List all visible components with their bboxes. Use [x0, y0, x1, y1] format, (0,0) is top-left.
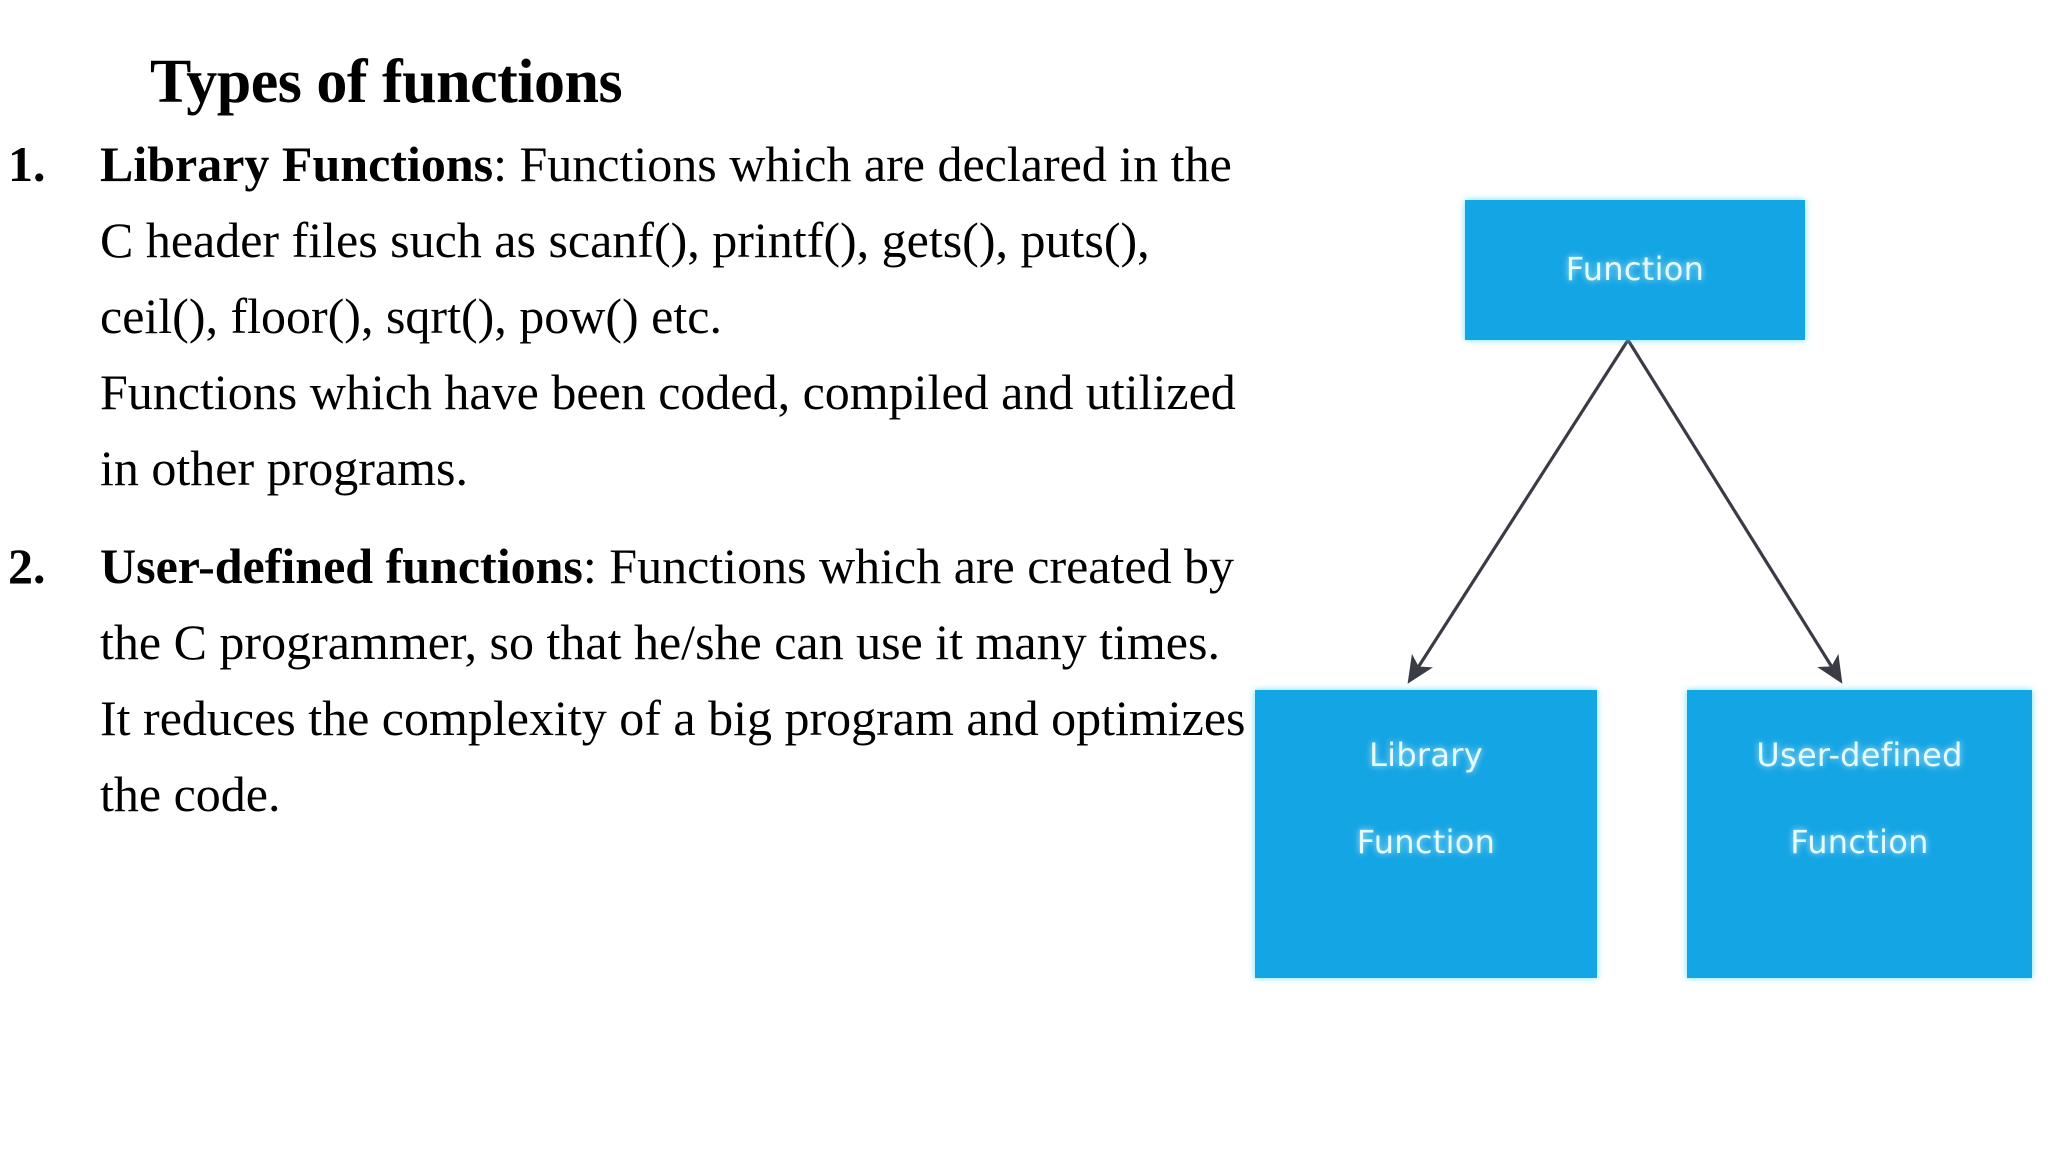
- diagram-node-user-defined-label-line1: User-defined: [1756, 736, 1963, 774]
- list-item-text: Functions which are created by the C pro…: [100, 538, 1246, 822]
- diagram-node-library-label-line2: Function: [1356, 823, 1496, 862]
- arrow-root-to-library: [1407, 339, 1630, 684]
- list-item: 2. User-defined functions: Functions whi…: [0, 528, 1250, 832]
- function-hierarchy-diagram: Function Library Function User-defined F…: [1240, 150, 2048, 1030]
- list-item-body: User-defined functions: Functions which …: [100, 528, 1250, 832]
- list-item-marker: 2.: [8, 538, 46, 594]
- diagram-node-library-function: Library Function: [1255, 690, 1597, 978]
- diagram-node-function: Function: [1465, 200, 1805, 340]
- list-item-separator: :: [582, 538, 610, 594]
- diagram-node-library-label-line1: Library: [1369, 736, 1483, 774]
- list-item-text: Functions which are declared in the C he…: [100, 136, 1232, 344]
- list-item: 1. Library Functions: Functions which ar…: [0, 126, 1250, 506]
- diagram-arrows-layer: [1407, 339, 1843, 684]
- list-item-extra-paragraph: Functions which have been coded, compile…: [100, 364, 1236, 496]
- diagram-node-user-defined-label-line2: Function: [1790, 823, 1929, 862]
- page-title: Types of functions: [150, 47, 623, 116]
- list-item-marker: 1.: [8, 136, 46, 192]
- diagram-node-user-defined-function: User-defined Function: [1687, 690, 2032, 978]
- list-item-lead: Library Functions: [100, 136, 494, 192]
- list-item-body: Library Functions: Functions which are d…: [100, 126, 1250, 506]
- diagram-node-function-label: Function: [1565, 250, 1705, 289]
- arrow-root-to-user-defined: [1626, 339, 1843, 684]
- list-item-lead: User-defined functions: [100, 538, 583, 594]
- bullet-list: 1. Library Functions: Functions which ar…: [0, 126, 1250, 854]
- list-item-separator: :: [493, 136, 520, 192]
